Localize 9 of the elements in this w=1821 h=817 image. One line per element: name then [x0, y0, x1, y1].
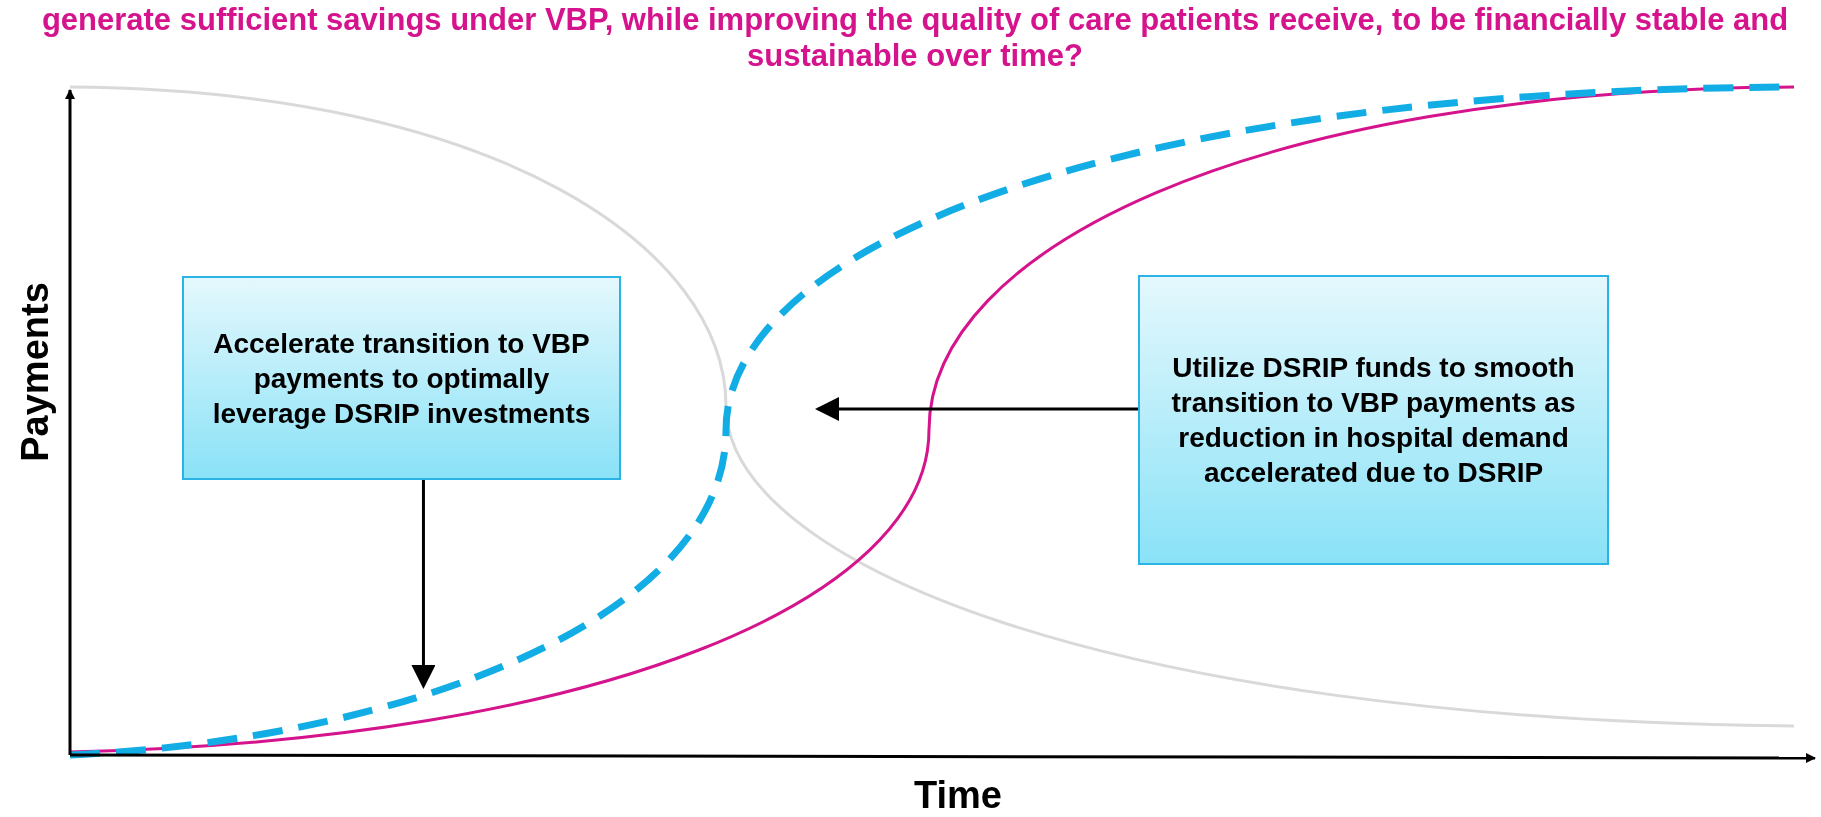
callout-text: Utilize DSRIP funds to smooth transition to VBP payments as reduction in hospital demand accelerated due to DSRIP — [1170, 351, 1577, 490]
x-axis-label: Time — [914, 773, 1002, 817]
arrow — [815, 397, 1138, 421]
y-axis-label: Payments — [13, 282, 57, 462]
callout-box — [1138, 275, 1609, 565]
title: generate sufficient savings under VBP, while improving the quality of care patients receive, to be financially stable and sustainable over time? — [40, 2, 1790, 74]
callout-text: Accelerate transition to VBP payments to optimally leverage DSRIP investments — [211, 326, 592, 431]
callout-box — [182, 276, 621, 480]
arrow — [411, 480, 436, 689]
